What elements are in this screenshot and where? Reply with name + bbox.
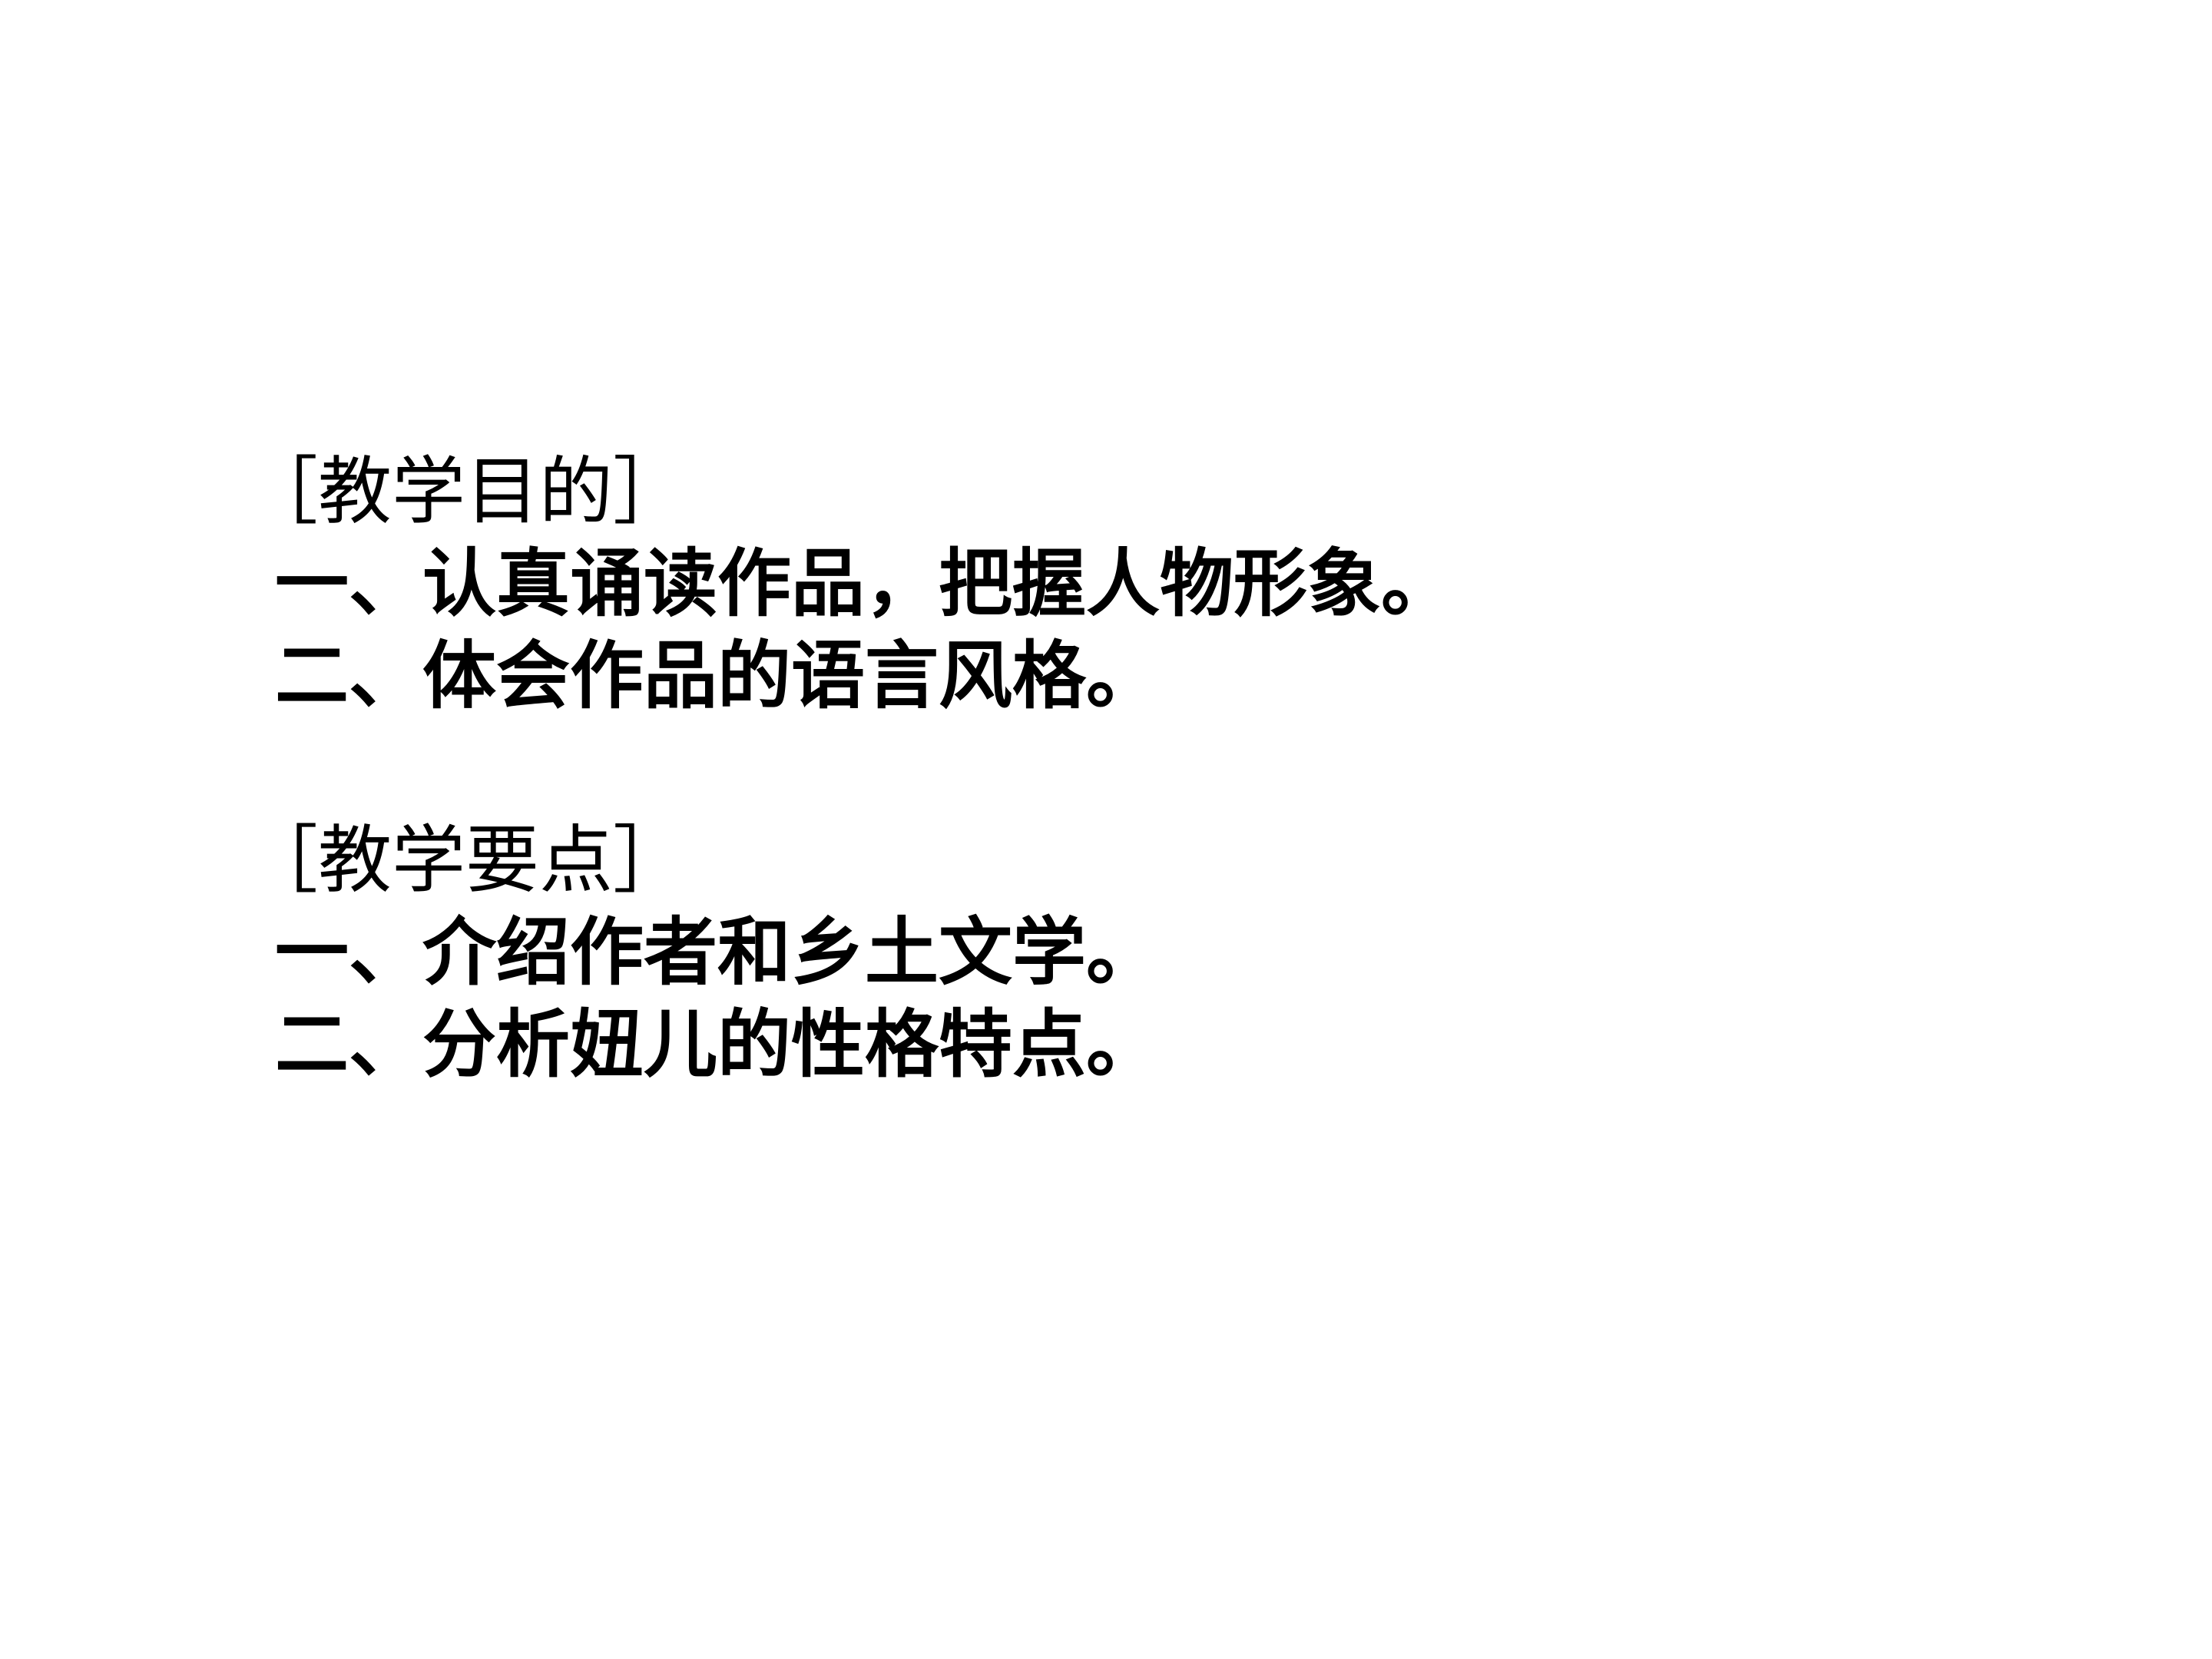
section-heading: ［教学要点］ <box>244 817 687 903</box>
list-item: 二、分析妞儿的性格特点。 <box>275 1002 1160 1088</box>
slide-content: ［教学目的］ 一、认真诵读作品，把握人物形象。 二、体会作品的语言风格。 ［教学… <box>244 445 1934 1091</box>
section-heading: ［教学目的］ <box>244 449 687 535</box>
section-teaching-objectives: ［教学目的］ 一、认真诵读作品，把握人物形象。 二、体会作品的语言风格。 <box>244 445 1934 722</box>
list-item: 一、认真诵读作品，把握人物形象。 <box>275 541 1455 627</box>
list-item: 二、体会作品的语言风格。 <box>275 633 1160 719</box>
list-item: 一、介绍作者和乡土文学。 <box>275 909 1160 995</box>
section-teaching-points: ［教学要点］ 一、介绍作者和乡土文学。 二、分析妞儿的性格特点。 <box>244 814 1934 1091</box>
